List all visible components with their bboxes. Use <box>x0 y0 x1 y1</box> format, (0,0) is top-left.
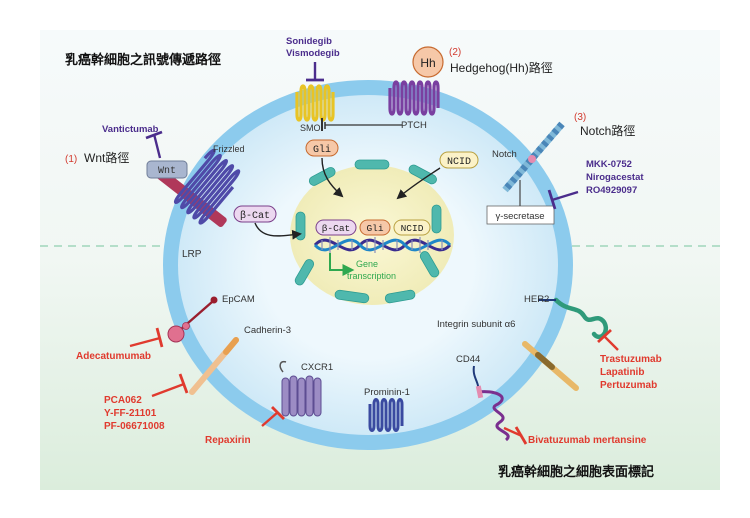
repaxirin-inhibitor <box>261 406 285 427</box>
wnt-label: Wnt <box>158 166 176 177</box>
nirogacestat-label: Nirogacestat <box>586 172 644 183</box>
ptch-label: PTCH <box>401 120 427 131</box>
prominin1-label: Prominin-1 <box>364 387 410 398</box>
cxcr1-marker <box>279 360 322 417</box>
hh-pathway-label: Hedgehog(Hh)路徑 <box>450 60 553 75</box>
gene-transcription-arrow <box>329 253 355 276</box>
yff21101-label: Y-FF-21101 <box>104 408 157 419</box>
nuclear-beta-cat: β-Cat <box>315 219 357 236</box>
notch-receptor <box>502 121 565 193</box>
beta-cat-arrow <box>254 222 302 240</box>
lrp-receptor <box>154 167 227 227</box>
adecatumumab-label: Adecatumumab <box>76 351 151 362</box>
cytoplasmic-gli: Gli <box>305 139 339 157</box>
gamma-secretase-label: γ-secretase <box>495 211 544 222</box>
trastuzumab-label: Trastuzumab <box>600 354 662 365</box>
hh-ligand: Hh <box>412 46 444 78</box>
cd44-marker <box>472 365 510 442</box>
her2-inhibitor <box>597 328 619 351</box>
lrp-label: LRP <box>182 249 202 260</box>
her2-marker <box>538 297 609 340</box>
integrin-label: Integrin subunit α6 <box>437 319 515 330</box>
gene-label: Gene <box>356 259 378 269</box>
frizzled-label: Frizzled <box>213 144 245 154</box>
prominin1-marker <box>368 398 404 432</box>
cytoplasmic-ncid: NCID <box>439 151 479 169</box>
cadherin3-inhibitor <box>151 373 189 398</box>
gli-arrow <box>321 157 344 198</box>
notch-inhibitor <box>547 189 579 210</box>
vismodegib-label: Vismodegib <box>286 48 340 59</box>
pca062-label: PCA062 <box>104 395 142 406</box>
smo-receptor <box>295 84 335 122</box>
nuclear-ncid: NCID <box>393 219 431 236</box>
hh-inhibitor <box>306 62 324 82</box>
ncid-arrow <box>396 167 441 200</box>
mkk0752-label: MKK-0752 <box>586 159 632 170</box>
notch-pathway-label: Notch路徑 <box>580 123 635 138</box>
transcription-label: transcription <box>347 271 396 281</box>
beta-cat-label: β-Cat <box>240 210 270 222</box>
dna-helix <box>313 237 452 253</box>
cadherin3-label: Cadherin-3 <box>244 325 291 336</box>
signaling-title: 乳癌幹細胞之訊號傳遞路徑 <box>65 52 221 67</box>
nuclear-gli-label: Gli <box>366 223 383 234</box>
markers-title: 乳癌幹細胞之細胞表面標記 <box>498 464 654 479</box>
nuclear-gli: Gli <box>359 219 391 236</box>
hh-pathway-number: (2) <box>449 47 461 58</box>
lapatinib-label: Lapatinib <box>600 367 644 378</box>
her2-label: HER2 <box>524 294 549 305</box>
gamma-secretase-box: γ-secretase <box>486 205 555 225</box>
ptch-receptor <box>388 80 440 116</box>
adecatumumab-inhibitor <box>129 327 164 348</box>
notch-pathway-number: (3) <box>574 112 586 123</box>
cadherin3-marker <box>189 337 239 395</box>
cd44-label: CD44 <box>456 354 480 365</box>
cytoplasmic-beta-cat: β-Cat <box>233 205 277 223</box>
ncid-label: NCID <box>447 157 471 168</box>
gli-label: Gli <box>313 144 331 156</box>
bivatuzumab-inhibitor <box>503 426 528 445</box>
smo-label: SMO <box>300 123 321 133</box>
nuclear-ncid-label: NCID <box>401 223 424 234</box>
repaxirin-label: Repaxirin <box>205 435 251 446</box>
sonidegib-label: Sonidegib <box>286 36 332 47</box>
frizzled-receptor <box>173 148 241 225</box>
nuclear-beta-cat-label: β-Cat <box>322 223 351 234</box>
vantictumab-label: Vantictumab <box>102 124 159 135</box>
pertuzumab-label: Pertuzumab <box>600 380 657 391</box>
pf06671008-label: PF-06671008 <box>104 421 165 432</box>
integrin-marker <box>522 341 579 391</box>
hh-ligand-label: Hh <box>420 56 435 70</box>
vantictumab-inhibitor <box>145 130 163 159</box>
wnt-pathway-number: (1) <box>65 154 77 165</box>
epcam-label: EpCAM <box>222 294 255 305</box>
bivatuzumab-label: Bivatuzumab mertansine <box>528 435 647 446</box>
wnt-ligand: Wnt <box>146 160 188 179</box>
ro4929097-label: RO4929097 <box>586 185 637 196</box>
notch-label: Notch <box>492 149 517 160</box>
wnt-pathway-label: Wnt路徑 <box>84 150 129 165</box>
cxcr1-label: CXCR1 <box>301 362 333 373</box>
epcam-marker <box>167 296 218 343</box>
